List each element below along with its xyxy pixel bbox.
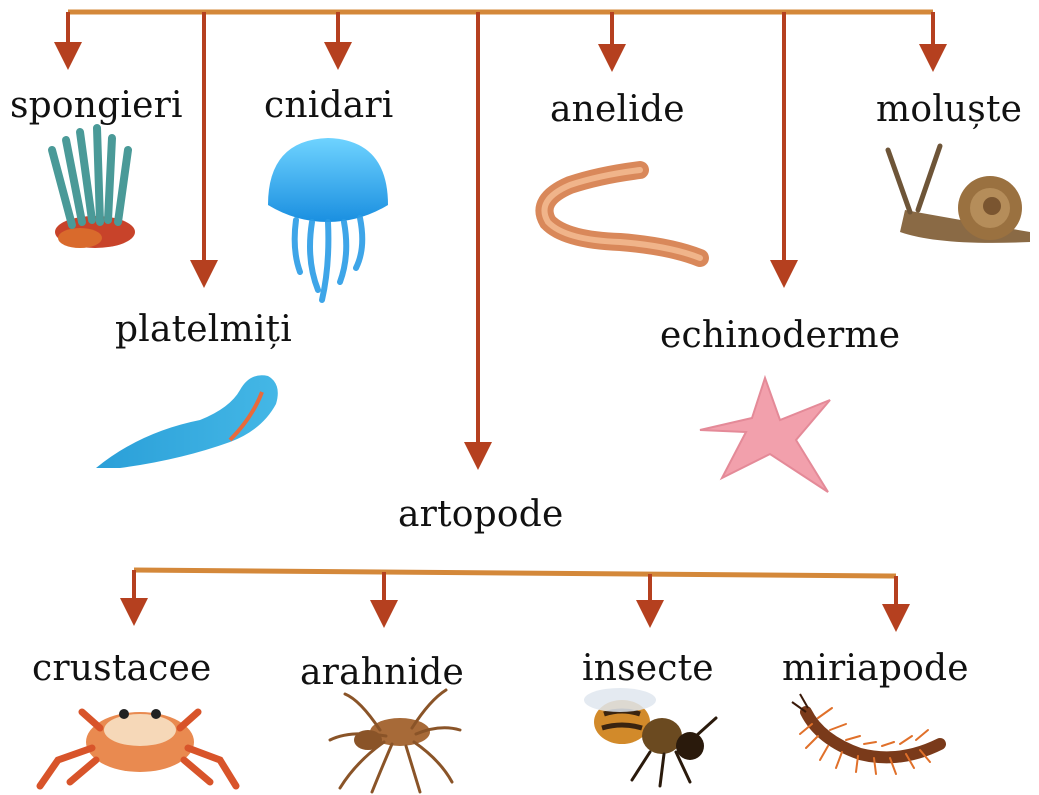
label-arahnide: arahnide bbox=[300, 655, 464, 691]
label-artopode: artopode bbox=[398, 497, 563, 533]
bottom-arrowheads bbox=[120, 598, 910, 632]
arrowhead-arahnide bbox=[370, 600, 398, 628]
bottom-connector-line bbox=[134, 570, 896, 576]
centipede-illustration bbox=[792, 694, 940, 774]
arrowhead-miriapode bbox=[882, 604, 910, 632]
arrowhead-spongieri bbox=[54, 42, 82, 70]
arrowhead-artopode bbox=[464, 442, 492, 470]
label-crustacee: crustacee bbox=[32, 651, 212, 687]
bee-illustration bbox=[584, 688, 716, 786]
crab-illustration bbox=[40, 709, 236, 786]
earthworm-illustration bbox=[544, 170, 700, 258]
starfish-illustration bbox=[700, 378, 830, 492]
label-anelide: anelide bbox=[550, 92, 685, 128]
arrowhead-echinoderme bbox=[770, 260, 798, 288]
arrowhead-anelide bbox=[598, 44, 626, 72]
flatworm-illustration bbox=[96, 375, 278, 468]
top-branches bbox=[68, 12, 933, 444]
arrowhead-insecte bbox=[636, 600, 664, 628]
label-miriapode: miriapode bbox=[782, 651, 969, 687]
arrowhead-platelmiti bbox=[190, 260, 218, 288]
sponge-illustration bbox=[52, 128, 135, 248]
label-echinoderme: echinoderme bbox=[660, 318, 900, 354]
arrowhead-cnidari bbox=[324, 42, 352, 70]
snail-illustration bbox=[888, 146, 1030, 243]
jellyfish-illustration bbox=[268, 138, 388, 300]
label-insecte: insecte bbox=[582, 651, 714, 687]
label-platelmiti: platelmiți bbox=[115, 312, 292, 348]
spider-illustration bbox=[330, 690, 460, 792]
arrowhead-crustacee bbox=[120, 598, 148, 626]
label-cnidari: cnidari bbox=[264, 88, 394, 124]
label-moluste: moluște bbox=[876, 92, 1022, 128]
arrowhead-moluste bbox=[919, 44, 947, 72]
label-spongieri: spongieri bbox=[10, 88, 183, 124]
